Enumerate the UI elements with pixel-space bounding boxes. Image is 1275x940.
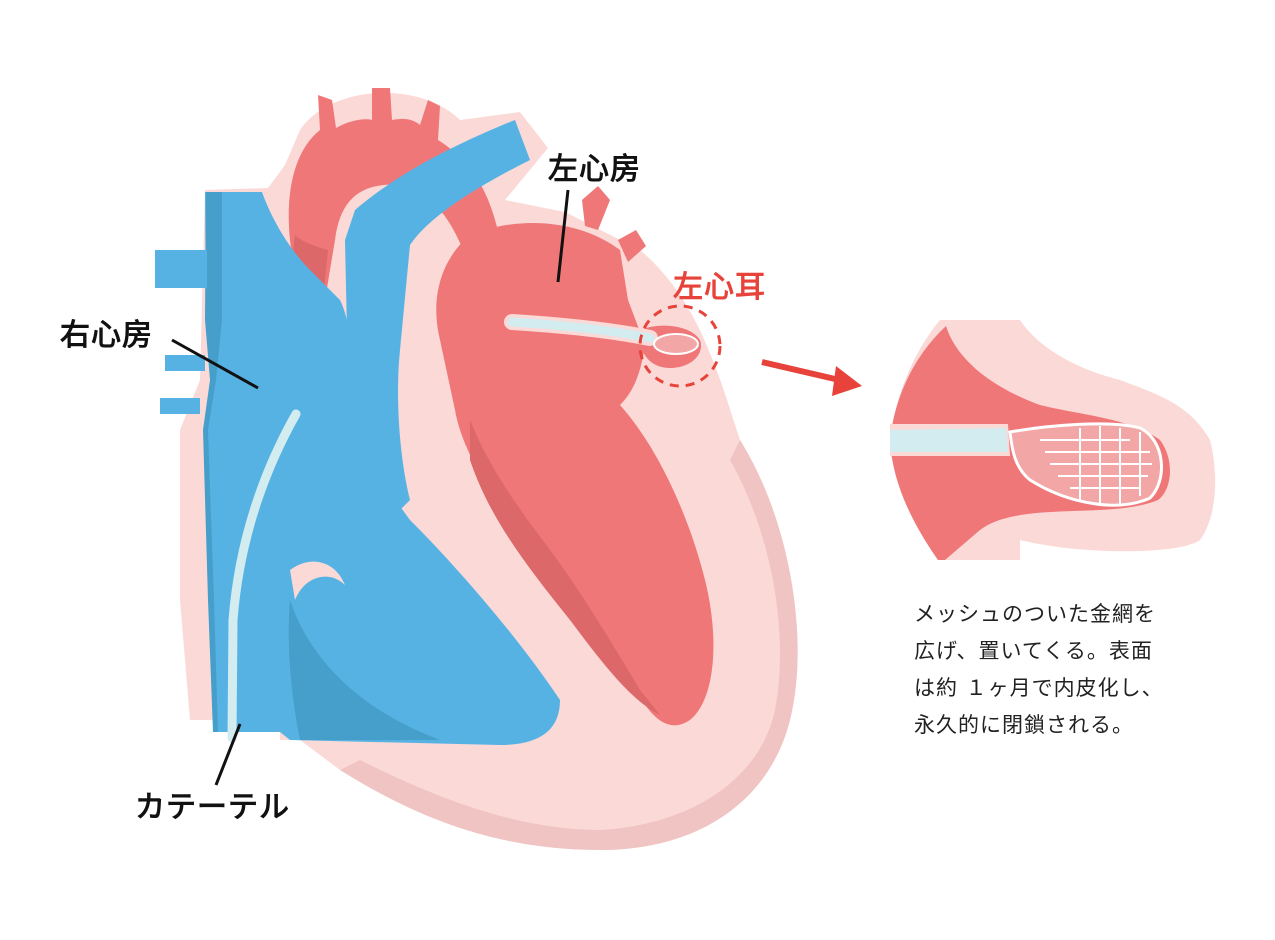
vessel-stub-3	[160, 398, 200, 414]
label-left-atrial-appendage: 左心耳	[673, 270, 766, 305]
caption-line: メッシュのついた金網を	[914, 602, 1156, 626]
label-right-atrium: 右心房	[60, 318, 153, 353]
caption-line: 広げ、置いてくる。表面	[914, 639, 1153, 663]
zoom-arrow-head	[832, 366, 862, 396]
pulmonary-vein-lower	[618, 230, 646, 262]
right-ventricle-shade	[288, 600, 440, 740]
vena-cava-shade	[203, 192, 222, 732]
pulmonary-vein-upper	[582, 186, 610, 230]
appendage-highlight-circle	[638, 304, 722, 388]
leader-catheter	[214, 723, 242, 786]
caption-line: 永久的に閉鎖される。	[914, 713, 1134, 737]
mesh-device-small	[653, 333, 699, 355]
vessel-stub-1	[155, 250, 207, 288]
caption: メッシュのついた金網を 広げ、置いてくる。表面 は約 １ヶ月で内皮化し、 永久的…	[914, 596, 1214, 744]
vena-cava	[205, 192, 560, 745]
pulmonary-artery	[345, 120, 530, 540]
label-left-atrium: 左心房	[548, 152, 641, 187]
zoom-arrow-shaft	[761, 359, 849, 385]
label-catheter: カテーテル	[135, 790, 290, 825]
detail-mesh-pattern	[1040, 426, 1152, 505]
caption-line: は約 １ヶ月で内皮化し、	[914, 676, 1164, 700]
detail-catheter	[890, 428, 1008, 452]
vessel-stub-2	[165, 355, 205, 371]
heart-outer-shadow	[340, 440, 798, 850]
leader-right-atrium	[171, 338, 259, 390]
right-ventricle-tissue	[290, 561, 345, 600]
catheter-tube-vein	[227, 409, 301, 743]
aorta	[288, 88, 500, 330]
catheter-tube-atrium-core	[507, 317, 655, 343]
leader-left-atrium	[556, 189, 570, 283]
